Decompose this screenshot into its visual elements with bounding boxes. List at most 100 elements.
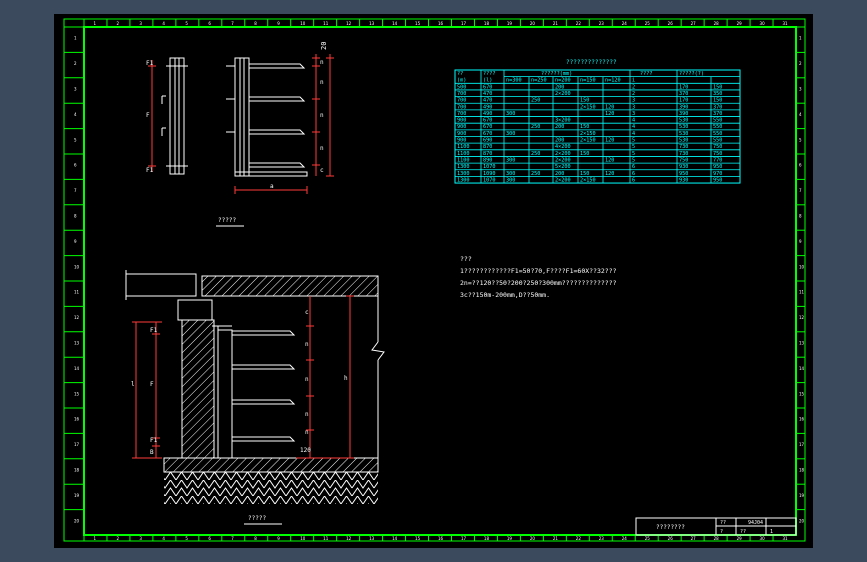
ruler-label: 20 [530,21,536,26]
table-cell: 700 [457,104,466,110]
table-header: ?????(?) [679,71,704,77]
table-cell: 900 [457,124,466,130]
table-cell: 2×150 [580,177,596,183]
ruler-label: 8 [254,21,257,26]
table-cell: 500 [457,84,466,90]
table-cell: 670 [483,124,492,130]
side-view-right-label-3: n [320,112,324,119]
ruler-label: 12 [346,21,352,26]
table-header: (m) [457,78,466,84]
ruler-label: 14 [392,536,398,541]
ruler-label: 13 [369,536,375,541]
ruler-label: 23 [599,21,605,26]
table-cell: 300 [506,171,515,177]
ruler-label: 1 [93,21,96,26]
table-cell: 730 [679,144,688,150]
section-label-n1: n [305,341,309,348]
ruler-label: 31 [783,21,789,26]
table-cell: 3 [632,98,635,104]
title-block-name: ???????? [656,524,685,531]
notes-title: ??? [460,255,472,263]
side-view-left-label-3: F1 [146,167,154,174]
table-cell: 120 [605,104,614,110]
ruler-label: 15 [799,391,805,396]
ruler-label: 27 [691,21,697,26]
table-cell: 300 [506,111,515,117]
table-cell: 730 [679,151,688,157]
table-cell: 250 [531,151,540,157]
ruler-label: 6 [74,163,77,168]
table-cell: 700 [457,91,466,97]
table-cell: 5 [632,144,635,150]
ruler-label: 27 [691,536,697,541]
table-header: n=120 [605,78,621,84]
ruler-label: 29 [737,21,743,26]
ruler-label: 13 [799,341,805,346]
side-view-caption: ????? [218,217,236,224]
table-cell: 900 [457,118,466,124]
section-label-n4: n [305,429,309,436]
ruler-label: 16 [74,417,80,422]
section-label-f: F [150,381,154,388]
ruler-label: 17 [461,21,467,26]
ruler-label: 22 [576,536,582,541]
ruler-label: 18 [484,21,490,26]
table-cell: 2×200 [555,157,571,163]
table-cell: 2×200 [555,91,571,97]
ruler-label: 4 [799,112,802,117]
section-label-l: l [131,381,135,388]
ruler-label: 10 [74,264,80,269]
ruler-label: 31 [783,536,789,541]
ruler-label: 29 [737,536,743,541]
table-cell: 870 [483,151,492,157]
table-header: ???? [483,71,496,77]
table-cell: 470 [483,91,492,97]
table-cell: 700 [457,111,466,117]
table-cell: 550 [713,118,722,124]
side-view-right-label-5: c [320,167,324,174]
ruler-label: 9 [277,536,280,541]
title-block-cell2: 94J04 [748,520,763,526]
ruler-label: 18 [484,536,490,541]
ruler-label: 22 [576,21,582,26]
ruler-label: 23 [599,536,605,541]
ruler-label: 6 [208,536,211,541]
table-cell: 120 [605,111,614,117]
table-cell: 1100 [457,151,470,157]
ruler-label: 11 [74,290,80,295]
table-cell: 6 [632,164,635,170]
table-cell: 1070 [483,164,496,170]
ruler-label: 26 [668,21,674,26]
ruler-label: 7 [799,188,802,193]
section-view-drawing [125,270,385,504]
section-label-n2: n [305,376,309,383]
ruler-label: 25 [645,21,651,26]
side-view-top-label: 20 [320,42,328,50]
ruler-label: 10 [300,536,306,541]
title-block-cell3: ? [720,529,723,535]
table-cell: 150 [580,98,589,104]
table-cell: 250 [531,98,540,104]
notes-line-2: 2n=??120??50?200?250?300mm?????????????? [460,279,617,287]
table-cell: 170 [679,98,688,104]
ruler-label: 5 [799,137,802,142]
table-cell: 2×150 [580,138,596,144]
ruler-label: 30 [760,21,766,26]
table-cell: 550 [713,138,722,144]
ruler-label: 6 [208,21,211,26]
ruler-label: 14 [392,21,398,26]
ruler-label: 16 [438,21,444,26]
table-cell: 750 [713,144,722,150]
table-cell: 670 [483,84,492,90]
ruler-label: 26 [668,536,674,541]
section-view-caption: ????? [248,515,266,522]
table-cell: 530 [679,124,688,130]
ruler-label: 12 [74,315,80,320]
table-cell: 2×150 [580,104,596,110]
side-view-bottom-label: a [270,183,274,190]
table-cell: 1300 [457,177,470,183]
side-view-right-label-4: n [320,145,324,152]
table-header: n=300 [506,78,522,84]
